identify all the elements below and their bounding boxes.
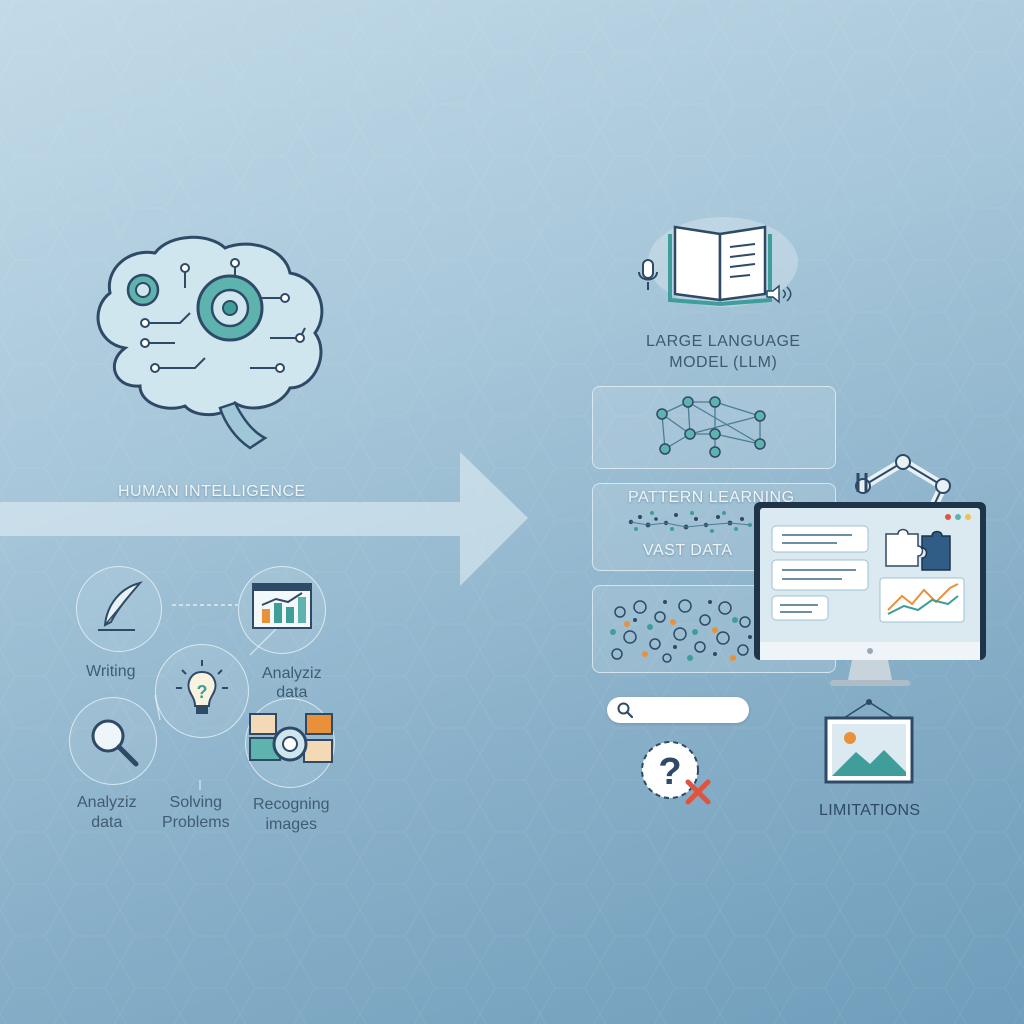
- question-cross-icon: ?: [641, 741, 711, 805]
- solving-problems-line2: Problems: [162, 814, 230, 831]
- search-icon: [617, 702, 633, 718]
- writing-label: Writing: [86, 663, 136, 680]
- vast-data-label: VAST DATA: [643, 542, 733, 559]
- recognizing-images-line2: images: [265, 816, 318, 833]
- svg-text:?: ?: [197, 682, 208, 702]
- llm-line2: MODEL (LLM): [669, 354, 778, 371]
- speaker-icon: [766, 284, 792, 304]
- analyze-data-top-line1: Analyziz: [262, 665, 322, 682]
- human-intelligence-label: HUMAN INTELLIGENCE: [118, 483, 306, 500]
- arrow-right-icon: [0, 452, 528, 586]
- image-gallery-icon: [249, 713, 333, 763]
- microphone-icon: [638, 259, 658, 290]
- pattern-dots: [628, 511, 752, 533]
- bar-chart-icon: [252, 583, 312, 629]
- puzzle-icon: [885, 528, 951, 571]
- data-cloud-icon: [610, 599, 752, 663]
- svg-text:?: ?: [658, 751, 681, 793]
- limitations-label: LIMITATIONS: [819, 802, 921, 819]
- brain-circuit-icon: [96, 235, 324, 450]
- solving-problems-line1: Solving: [169, 794, 223, 811]
- llm-label: LARGE LANGUAGE MODEL (LLM): [646, 331, 801, 373]
- analyze-data-left-line1: Analyziz: [77, 794, 137, 811]
- open-book-icon: [648, 217, 798, 307]
- framed-picture-icon: [824, 699, 914, 784]
- recognizing-images-label: Recogning images: [253, 795, 330, 835]
- analyze-data-left-label: Analyziz data: [77, 793, 137, 833]
- analyze-data-top-label: Analyziz data: [262, 664, 322, 702]
- magnifier-icon: [91, 719, 139, 767]
- recognizing-images-line1: Recogning: [253, 796, 330, 813]
- feather-pen-icon: [98, 581, 143, 631]
- analyze-data-top-line2: data: [276, 684, 308, 701]
- lightbulb-question-icon: ?: [176, 660, 228, 714]
- analyze-data-left-line2: data: [91, 814, 123, 831]
- pattern-learning-label: PATTERN LEARNING: [628, 489, 795, 506]
- gear-icon: [196, 274, 264, 342]
- search-bar[interactable]: [607, 697, 749, 723]
- llm-line1: LARGE LANGUAGE: [646, 333, 801, 350]
- neural-network-icon: [656, 396, 766, 458]
- solving-problems-label: Solving Problems: [162, 793, 230, 833]
